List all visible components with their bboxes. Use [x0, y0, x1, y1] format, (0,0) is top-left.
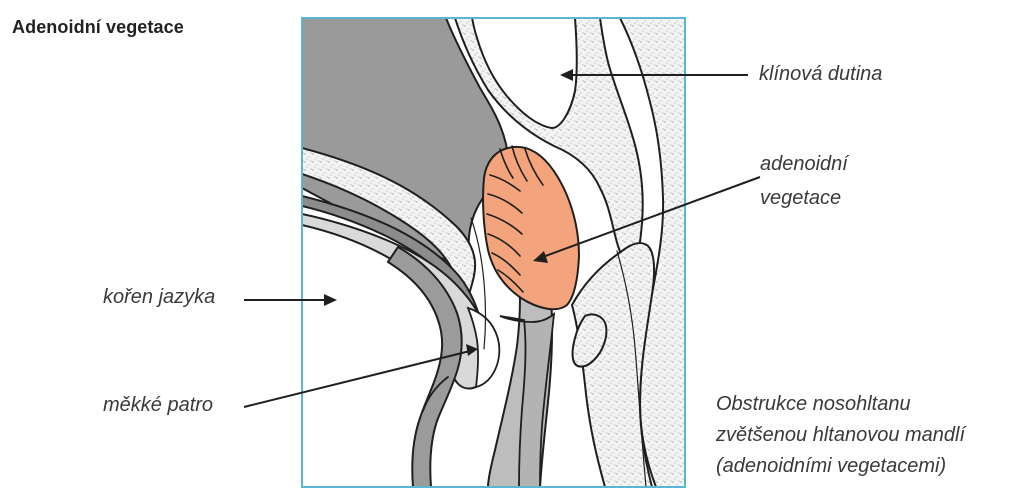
figure-note-line-2: zvětšenou hltanovou mandlí — [716, 420, 1011, 451]
figure-note: Obstrukce nosohltanu zvětšenou hltanovou… — [716, 389, 1011, 482]
adenoid-label-line-2: vegetace — [760, 187, 841, 210]
adenoid-label-line-1: adenoidní — [760, 153, 848, 176]
sphenoid-label: klínová dutina — [759, 63, 882, 86]
figure-note-line-3: (adenoidními vegetacemi) — [716, 451, 1011, 482]
illustration-area — [302, 18, 685, 487]
soft-palate-label: měkké patro — [103, 394, 213, 417]
figure-note-line-1: Obstrukce nosohltanu — [716, 389, 1011, 420]
tongue-root-label: kořen jazyka — [103, 286, 215, 309]
